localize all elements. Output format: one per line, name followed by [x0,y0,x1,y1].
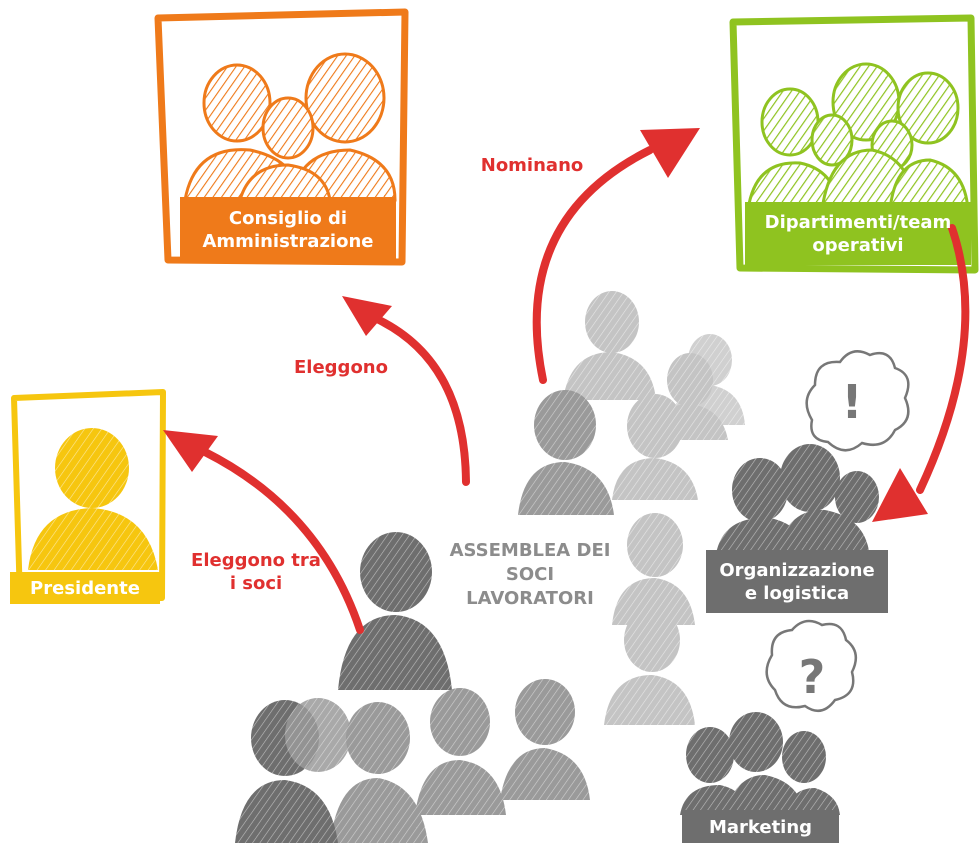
arrows [163,128,970,634]
marketing-label: Marketing [708,816,813,838]
question-cloud-icon: ? [765,619,858,713]
organizzazione-label-bg [706,550,888,613]
dipartimenti-frame [729,14,979,274]
presidente-label-bg [10,572,160,604]
arrow-icon [163,430,218,472]
organizzazione-group: ! [706,350,910,613]
person-icon [285,698,351,772]
dipartimenti-label-bg [745,202,971,265]
person-icon [415,688,506,815]
arrow-icon [371,314,470,486]
exclamation-cloud-icon: ! [805,350,910,452]
person-icon [28,428,158,570]
people-group-icon [183,52,397,202]
exclamation-mark: ! [842,375,863,429]
person-icon [330,702,428,843]
marketing-label-bg [682,810,839,843]
person-icon [338,532,452,690]
people-group-icon [715,444,879,560]
arrow-icon [872,468,928,522]
person-icon [518,390,614,515]
arrow-icon [532,146,654,384]
consiglio-frame [154,8,409,266]
arrow-icon [640,128,700,178]
organizzazione-label: Organizzazione e logistica [719,559,875,604]
consiglio-label: Consiglio di Amministrazione [202,208,374,252]
question-mark: ? [799,650,826,704]
arrow-icon [342,296,392,336]
person-icon [500,679,590,800]
arrow-icon [201,448,364,634]
people-group-icon [746,62,970,212]
eleggono-tra-soci-label: Eleggono tra i soci [191,550,321,594]
dipartimenti-label: Dipartimenti/team operativi [764,211,952,256]
nominano-label: Nominano [480,155,584,176]
marketing-group: ? [680,619,858,843]
person-icon [612,394,698,500]
person-icon [563,291,656,400]
assembly-crowd [235,291,745,843]
person-icon [612,513,695,625]
presidente-frame [10,389,166,604]
eleggono-label: Eleggono [294,357,388,378]
consiglio-label-bg [180,197,396,263]
person-icon [604,608,695,725]
presidente-label: Presidente [30,577,140,599]
arrow-icon [916,224,970,494]
assemblea-label: ASSEMBLEA DEI SOCI LAVORATORI [449,540,611,609]
people-group-icon [680,712,840,815]
